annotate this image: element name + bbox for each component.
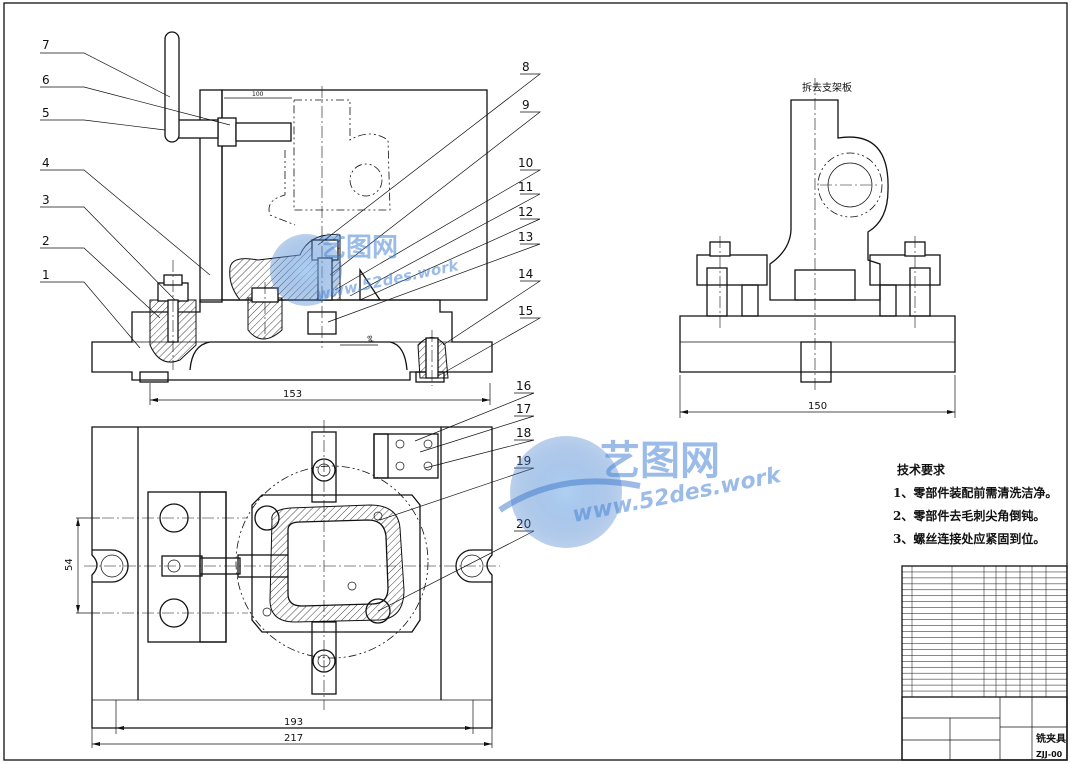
- part-number: 17: [516, 402, 531, 416]
- part-number: 5: [42, 106, 50, 120]
- side-view: 拆去支架板 150: [679, 78, 956, 418]
- part-number: 16: [516, 379, 531, 393]
- dim-plan-height: 54: [64, 558, 75, 571]
- part-number-labels: 7 6 5 4 3 2 1 8 9 10 11 12 13 14 15 16 1…: [42, 38, 533, 531]
- dim-small-label: φ8: [367, 335, 374, 343]
- globe-logo-icon: [270, 234, 342, 306]
- part-number: 15: [518, 304, 533, 318]
- part-number: 11: [518, 180, 533, 194]
- part-number: 18: [516, 426, 531, 440]
- dim-front-width: 153: [283, 389, 302, 400]
- part-number: 14: [518, 267, 533, 281]
- part-number: 7: [42, 38, 50, 52]
- watermark-brand: 艺图网: [600, 438, 720, 484]
- tech-title: 技术要求: [897, 462, 946, 477]
- title-block: 铣夹具 ZJJ-00: [901, 565, 1068, 761]
- tech-item: 2、零部件去毛刺尖角倒钝。: [893, 508, 1045, 523]
- tech-item: 1、零部件装配前需清洗洁净。: [893, 485, 1057, 500]
- side-view-label: 拆去支架板: [802, 81, 852, 94]
- tech-requirements: 技术要求 1、零部件装配前需清洗洁净。 2、零部件去毛刺尖角倒钝。 3、螺丝连接…: [893, 462, 1057, 546]
- part-number: 8: [522, 60, 530, 74]
- dim-plan-inner-width: 193: [284, 717, 303, 728]
- dim-top-label: 100: [252, 91, 264, 98]
- part-number: 12: [518, 205, 533, 219]
- part-number: 13: [518, 230, 533, 244]
- dim-plan-outer-width: 217: [284, 733, 303, 744]
- sheet-border: [3, 2, 1068, 761]
- bill-of-materials: [902, 566, 1067, 697]
- drawing-number: ZJJ-00: [1036, 750, 1063, 759]
- part-number: 2: [42, 234, 50, 248]
- watermark-large: 艺图网 www.52des.work: [498, 436, 784, 548]
- part-number: 1: [42, 268, 50, 282]
- dim-side-width: 150: [808, 401, 827, 412]
- watermark-small: 艺图网 www.52des.work: [270, 233, 461, 306]
- part-number: 3: [42, 193, 50, 207]
- part-number: 9: [522, 98, 530, 112]
- plan-view: 54 193 217: [64, 420, 500, 748]
- part-number: 6: [42, 73, 50, 87]
- drawing-name: 铣夹具: [1036, 732, 1066, 745]
- globe-logo-icon: [510, 436, 622, 548]
- tech-item: 3、螺丝连接处应紧固到位。: [893, 531, 1045, 546]
- watermark-brand: 艺图网: [320, 233, 398, 263]
- part-number: 10: [518, 156, 533, 170]
- part-number: 4: [42, 156, 50, 170]
